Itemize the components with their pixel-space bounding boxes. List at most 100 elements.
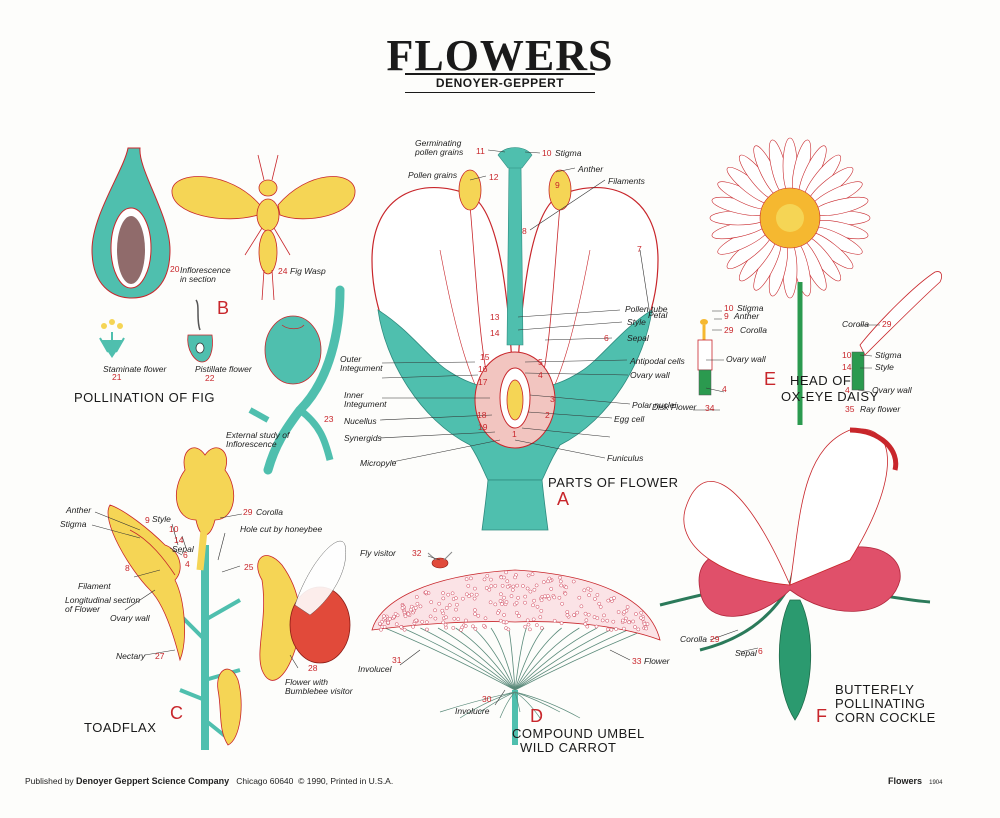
toadflax-stigma-label: Stigma [60, 519, 87, 529]
copyright: © 1990, Printed in U.S.A. [298, 776, 394, 786]
publisher-header: DENOYER-GEPPERT [435, 76, 565, 90]
toadflax-nectary-label: Nectary [116, 651, 146, 661]
cockle-letter: F [816, 706, 827, 726]
daisy-section: 10 Stigma 9 Anther 29 Corolla Ovary wall… [652, 137, 942, 425]
involucre-num: 30 [482, 694, 492, 704]
carrot-section: Fly visitor 32 31 Involucel 30 Involucre… [358, 548, 671, 755]
anther-num: 9 [555, 180, 560, 190]
toadflax-top-flower [176, 447, 234, 536]
toadflax-bee-flower [257, 555, 301, 681]
pistillate-label: Pistillate flower [195, 364, 253, 374]
toadflax-filament-label: Filament [78, 581, 111, 591]
micropyle-num: 19 [478, 422, 488, 432]
ray-style-num: 14 [842, 362, 852, 372]
daisy-anther-num: 9 [724, 311, 729, 321]
ray-corolla-label: Corolla [842, 319, 869, 329]
cockle-sepal-label: Sepal [735, 648, 758, 658]
toadflax-filament-num: 8 [125, 563, 130, 573]
polar-label: Polar nuclei [632, 400, 678, 410]
fig-title: POLLINATION OF FIG [74, 390, 215, 405]
ray-ovary-num: 4 [845, 385, 850, 395]
fig-inflorescence-num: 20 [170, 264, 180, 274]
antipodal-label: Antipodal cells [629, 356, 686, 366]
sepal-num: 6 [604, 333, 609, 343]
disk-flower-label: Disk Flower [652, 402, 698, 412]
pollen-label: Pollen grains [408, 170, 458, 180]
egg-num: 2 [545, 410, 550, 420]
micropyle-label: Micropyle [360, 458, 397, 468]
umbel-rays [384, 627, 651, 745]
toadflax-anther-label: Anther [65, 505, 92, 515]
pistillate-flower [187, 299, 213, 363]
fly-visitor-num: 32 [412, 548, 422, 558]
cockle-calyx [778, 599, 812, 721]
fig-wasp [171, 154, 356, 301]
daisy-ovary-label: Ovary wall [726, 354, 767, 364]
footer-chart-id: Flowers 1904 [888, 776, 942, 786]
ray-style-label: Style [875, 362, 894, 372]
toadflax-corolla-label: Corolla [256, 507, 283, 517]
nucellus-num: 17 [478, 377, 488, 387]
cockle-corolla-label: Corolla [680, 634, 707, 644]
ray-flower [851, 271, 942, 391]
published-by: Published by [25, 776, 74, 786]
fig-wasp-num: 24 [278, 266, 288, 276]
daisy-stigma-label: Stigma [737, 303, 764, 313]
pollen-tube-label: Pollen tube [625, 304, 668, 314]
fig-external-inflorescence [248, 285, 345, 475]
carrot-flower-label: Flower [644, 656, 671, 666]
toadflax-stigma-num: 10 [169, 524, 179, 534]
stigma-num: 10 [542, 148, 552, 158]
toadflax-longitudinal-section [107, 504, 185, 662]
toadflax-sepal-label: Sepal [172, 544, 195, 554]
toadflax-hole-label: Hole cut by honeybee [240, 524, 322, 534]
parts-letter: A [557, 489, 569, 509]
staminate-num: 21 [112, 372, 122, 382]
toadflax-style-label: Style [152, 514, 171, 524]
anther-label: Anther [577, 164, 604, 174]
cockle-sepal-num: 6 [758, 646, 763, 656]
daisy-letter: E [764, 369, 776, 389]
polar-num: 3 [550, 394, 555, 404]
toadflax-bumblebee-num: 28 [308, 663, 318, 673]
outer-integument-num: 15 [480, 352, 490, 362]
involucel-num: 31 [392, 655, 402, 665]
butterfly-wings [683, 428, 888, 586]
disk-flower [697, 319, 713, 396]
style [506, 164, 524, 346]
germinating-num: 11 [476, 146, 485, 156]
synergids-label: Synergids [344, 433, 383, 443]
style-label: Style [627, 317, 646, 327]
fig-letter: B [217, 298, 229, 318]
pollen-tube-num: 13 [490, 312, 500, 322]
publisher-city: Chicago 60640 [236, 776, 294, 786]
stigma [497, 147, 533, 169]
daisy-anther-label: Anther [733, 311, 760, 321]
parts-title: PARTS OF FLOWER [548, 475, 679, 490]
ray-stigma-num: 10 [842, 350, 852, 360]
left-anther [458, 169, 482, 211]
fly-visitor [431, 557, 449, 569]
ray-flower-label: Ray flower [860, 404, 901, 414]
funiculus-num: 1 [512, 429, 517, 439]
toadflax-section: Anther 9 Stigma 10 Style 14 Sepal 6 Fila… [60, 447, 354, 750]
fig-wasp-label: Fig Wasp [290, 266, 326, 276]
style-num: 14 [490, 328, 500, 338]
toadflax-ovary-label: Ovary wall [110, 613, 151, 623]
toadflax-ovary-num: 4 [185, 559, 190, 569]
carrot-letter: D [530, 706, 543, 726]
poster-title: FLOWERS [386, 31, 614, 80]
pistillate-num: 22 [205, 373, 215, 383]
involucre-label: Involucre [455, 706, 490, 716]
toadflax-hole-num: 25 [244, 562, 254, 572]
publisher-name: Denoyer Geppert Science Company [76, 776, 230, 786]
right-anther [548, 169, 572, 211]
subtitle-rule [405, 92, 595, 93]
daisy-stigma-num: 10 [724, 303, 734, 313]
